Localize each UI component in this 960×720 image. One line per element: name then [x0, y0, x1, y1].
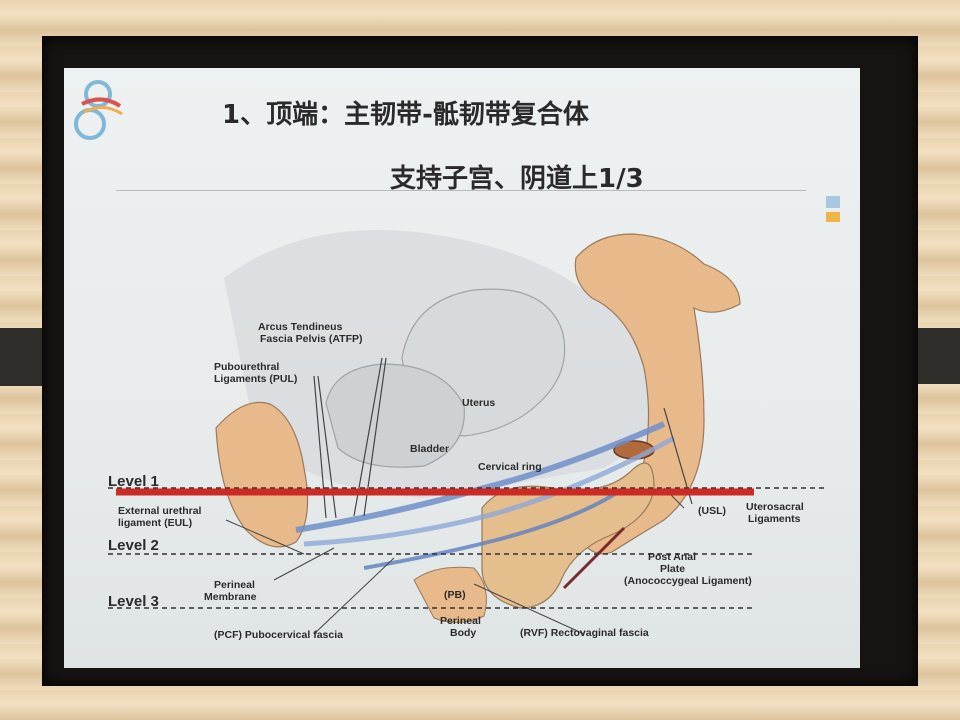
atfp-label-line2: Fascia Pelvis (ATFP): [260, 333, 363, 345]
post-anal-label-line2: Plate: [660, 563, 685, 575]
pubocervical-fascia-band: [295, 421, 666, 533]
pul-label-line2: Ligaments (PUL): [214, 373, 297, 385]
logo-icon: [68, 76, 132, 151]
usl-label-line1: Uterosacral: [746, 501, 804, 513]
pcf-leader: [313, 557, 395, 635]
frame-bar-right: [916, 328, 960, 384]
level-2-label: Level 2: [108, 537, 159, 554]
pelvic-support-diagram: Level 1 Level 2 Level 3 Arcus Tendineus …: [108, 230, 824, 641]
level-1-label: Level 1: [108, 473, 159, 490]
atfp-label-line1: Arcus Tendineus: [258, 321, 343, 333]
pul-label-line1: Pubourethral: [214, 361, 279, 373]
vaginal-wall-band: [303, 435, 676, 547]
perineal-body-label-line1: Perineal: [440, 615, 481, 627]
perineal-membrane-label-line1: Perineal: [214, 579, 255, 591]
uterus-label: Uterus: [462, 397, 495, 409]
post-anal-label-line3: (Anococcygeal Ligament): [624, 575, 752, 587]
pcf-label: (PCF) Pubocervical fascia: [214, 629, 343, 641]
frame-bar-left: [0, 328, 44, 386]
usl-abbr-label: (USL): [698, 505, 726, 517]
eul-label-line1: External urethral: [118, 505, 202, 517]
title-divider: [116, 190, 806, 191]
bladder-label: Bladder: [410, 443, 449, 455]
pubic-bone-shape: [215, 401, 309, 548]
pb-label: (PB): [444, 589, 466, 601]
usl-label-line2: Ligaments: [748, 513, 801, 525]
cervical-ring-label: Cervical ring: [478, 461, 542, 473]
sacrum-shape: [574, 233, 741, 555]
slide: 1、顶端：主韧带-骶韧带复合体 支持子宫、阴道上1/3: [64, 68, 860, 668]
eul-leader: [225, 519, 305, 555]
anococcygeal-ligament: [562, 526, 626, 590]
rvf-leader: [473, 583, 585, 635]
bladder-shape: [325, 363, 465, 468]
perineal-body-label-line2: Body: [450, 627, 476, 639]
slide-title: 1、顶端：主韧带-骶韧带复合体: [222, 100, 589, 130]
perineal-membrane-leader: [273, 547, 335, 581]
perineal-membrane-label-line2: Membrane: [204, 591, 257, 603]
post-anal-label-line1: Post Anal: [648, 551, 696, 563]
slide-corner-mark: [826, 196, 840, 231]
rvf-label: (RVF) Rectovaginal fascia: [520, 627, 649, 639]
level-3-label: Level 3: [108, 593, 159, 610]
rectovaginal-fascia-band: [363, 486, 626, 570]
slide-subtitle: 支持子宫、阴道上1/3: [390, 164, 644, 194]
eul-label-line2: ligament (EUL): [118, 517, 192, 529]
